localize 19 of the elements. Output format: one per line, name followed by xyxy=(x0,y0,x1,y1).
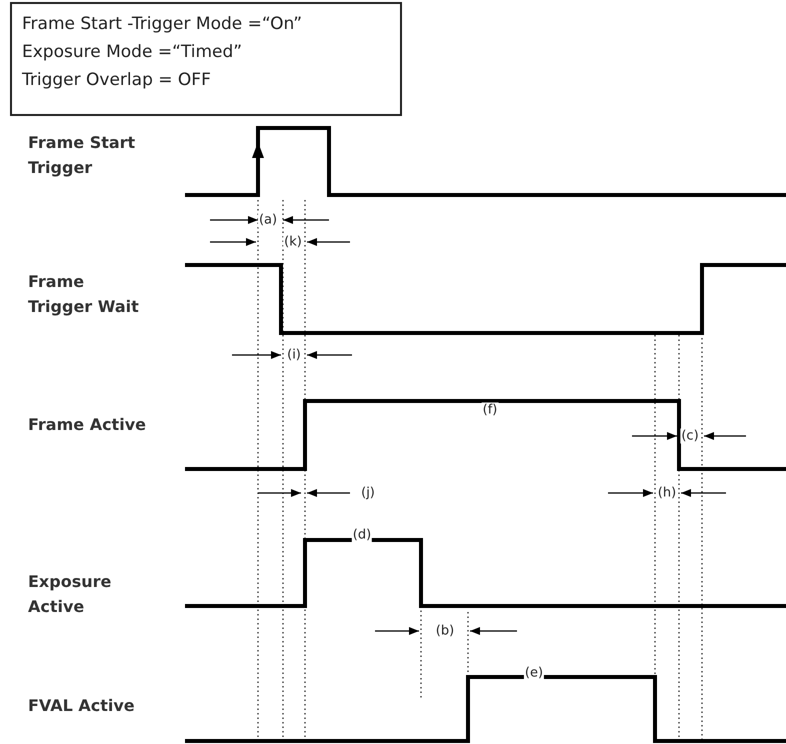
timing-label: (d) xyxy=(352,528,372,542)
timing-label: (h) xyxy=(656,486,678,500)
signal-name: Frame Active xyxy=(28,414,146,436)
signal-name: Frame Trigger Wait xyxy=(28,271,140,318)
timing-label: (k) xyxy=(283,234,303,250)
signal-name: FVAL Active xyxy=(28,695,135,717)
timing-label: (c) xyxy=(680,428,700,444)
signal-name: Exposure Active xyxy=(28,571,112,618)
timing-label: (b) xyxy=(434,624,456,638)
timing-label: (j) xyxy=(360,486,376,500)
signal-name: Frame Start Trigger xyxy=(28,132,136,179)
settings-box xyxy=(10,2,402,116)
timing-label: (e) xyxy=(524,666,544,680)
setting-text: Frame Start -Trigger Mode =“On” xyxy=(22,13,304,36)
setting-text: Trigger Overlap = OFF xyxy=(22,69,212,92)
timing-label: (f) xyxy=(482,402,498,418)
timing-label: (a) xyxy=(258,212,278,228)
timing-label: (i) xyxy=(286,348,302,362)
setting-text: Exposure Mode =“Timed” xyxy=(22,41,244,64)
